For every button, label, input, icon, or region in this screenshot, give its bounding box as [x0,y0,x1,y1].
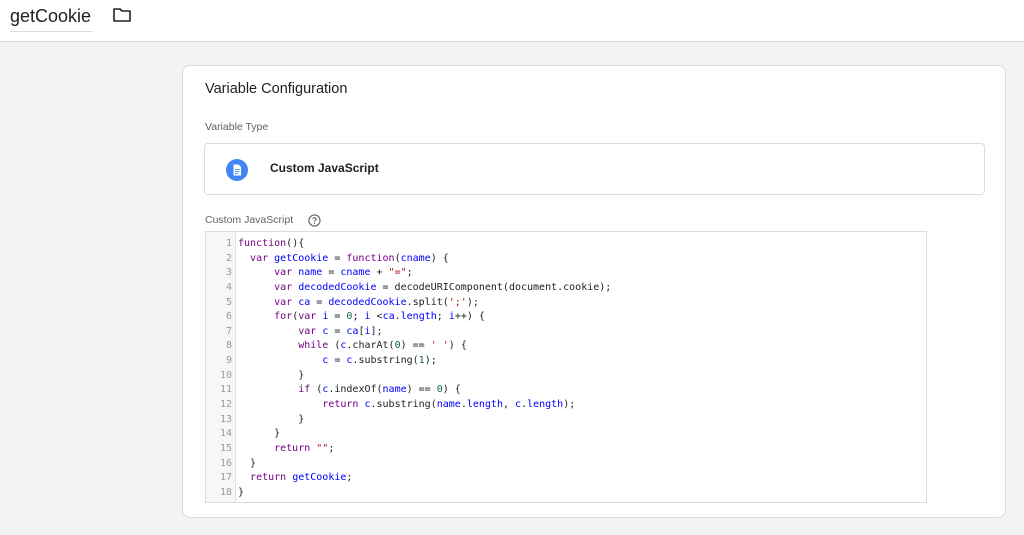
code-line: 5 var ca = decodedCookie.split(';'); [206,296,926,311]
code-text: } [238,369,305,381]
variable-name-field[interactable]: getCookie [10,4,94,32]
code-text: var decodedCookie = decodeURIComponent(d… [274,281,612,293]
line-number: 16 [219,457,232,469]
variable-type-value: Custom JavaScript [270,161,379,175]
code-line: 13 } [206,413,926,428]
code-line: 17 return getCookie; [206,471,926,486]
code-line: 14 } [206,427,926,442]
code-text: } [238,486,245,498]
code-line: 7 var c = ca[i]; [206,325,926,340]
code-text: function(){ [238,238,305,249]
custom-javascript-label: Custom JavaScript [205,214,294,226]
variable-type-label: Variable Type [205,121,269,133]
line-number: 1 [225,238,232,249]
code-line: 1 function(){ [206,237,926,252]
card-title: Variable Configuration [205,81,348,97]
code-text: } [238,413,305,425]
code-line: 18} [206,486,926,501]
code-line: 4 var decodedCookie = decodeURIComponent… [206,281,926,296]
code-lines: 1 function(){ 2 var getCookie = function(c… [206,237,926,501]
line-number: 18 [219,486,232,498]
code-text: if (c.indexOf(name) == 0) { [298,384,461,396]
code-line: 10 } [206,369,926,384]
code-line: 3 var name = cname + "="; [206,266,926,281]
line-number: 6 [225,311,232,323]
code-line: 16 } [206,457,926,472]
variable-type-selector[interactable]: Custom JavaScript [204,143,985,195]
code-line: 12 return c.substring(name.length, c.len… [206,398,926,413]
line-number: 17 [219,472,232,484]
line-number: 13 [219,413,232,425]
line-number: 7 [225,325,232,337]
line-number: 4 [225,281,232,293]
code-line: 2 var getCookie = function(cname) { [206,252,926,267]
code-text: } [238,428,281,440]
code-text: while (c.charAt(0) == ' ') { [298,340,467,352]
line-number: 14 [219,428,232,440]
line-number: 9 [225,355,232,367]
line-number: 10 [219,369,232,381]
code-editor[interactable]: 1 function(){ 2 var getCookie = function(c… [205,231,927,503]
variable-configuration-card: Variable Configuration Variable Type Cus… [182,65,1006,518]
code-text: c = c.substring(1); [322,355,437,367]
folder-icon[interactable] [112,6,132,24]
code-text: var ca = decodedCookie.split(';'); [274,296,479,308]
code-line: 11 if (c.indexOf(name) == 0) { [206,383,926,398]
line-number: 5 [225,296,232,308]
line-number: 12 [219,399,232,411]
code-text: var name = cname + "="; [274,267,413,279]
code-text: var c = ca[i]; [298,325,383,337]
code-text: var getCookie = function(cname) { [250,252,449,264]
code-text: return getCookie; [250,472,353,484]
line-number: 2 [225,252,232,264]
line-number-gutter [206,232,236,502]
code-line: 15 return ""; [206,442,926,457]
code-text: return c.substring(name.length, c.length… [322,399,576,411]
line-number: 15 [219,442,232,454]
line-number: 3 [225,267,232,279]
code-text: } [238,457,257,469]
code-text: return ""; [274,442,335,454]
help-icon[interactable] [308,214,321,227]
variable-name[interactable]: getCookie [10,6,92,26]
top-bar: getCookie [0,0,1024,42]
code-line: 9 c = c.substring(1); [206,354,926,369]
line-number: 8 [225,340,232,352]
code-text: for(var i = 0; i <ca.length; i++) { [274,311,485,323]
code-line: 6 for(var i = 0; i <ca.length; i++) { [206,310,926,325]
document-icon [226,159,248,181]
code-line: 8 while (c.charAt(0) == ' ') { [206,339,926,354]
line-number: 11 [219,384,232,396]
